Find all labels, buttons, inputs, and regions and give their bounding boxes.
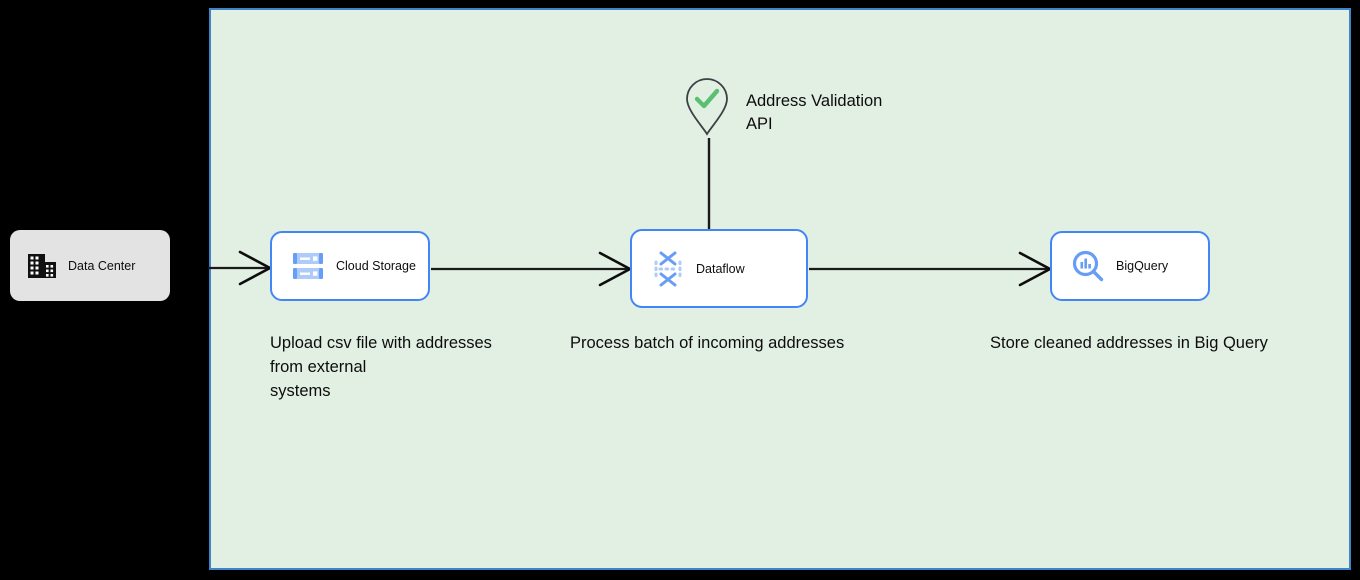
caption-store: Store cleaned addresses in Big Query: [990, 334, 1268, 352]
map-pin-check-icon: [684, 76, 730, 143]
node-label-data-center: Data Center: [68, 258, 136, 273]
node-dataflow[interactable]: Dataflow: [630, 229, 808, 308]
node-data-center[interactable]: Data Center: [10, 230, 170, 301]
node-label-address-validation-api: Address Validation API: [746, 92, 883, 133]
node-bigquery[interactable]: BigQuery: [1050, 231, 1210, 301]
dataflow-icon: [640, 251, 696, 287]
bigquery-icon: [1060, 249, 1116, 283]
node-cloud-storage[interactable]: Cloud Storage: [270, 231, 430, 301]
cloud-storage-icon: [280, 250, 336, 282]
caption-process: Process batch of incoming addresses: [570, 334, 845, 352]
node-label-bigquery: BigQuery: [1116, 259, 1169, 273]
node-address-validation-api[interactable]: Address Validation API: [684, 76, 882, 143]
node-label-cloud-storage: Cloud Storage: [336, 259, 416, 273]
data-center-building-icon: [16, 252, 68, 280]
caption-upload: Upload csv file with addresses from exte…: [270, 334, 492, 400]
node-label-dataflow: Dataflow: [696, 261, 745, 276]
